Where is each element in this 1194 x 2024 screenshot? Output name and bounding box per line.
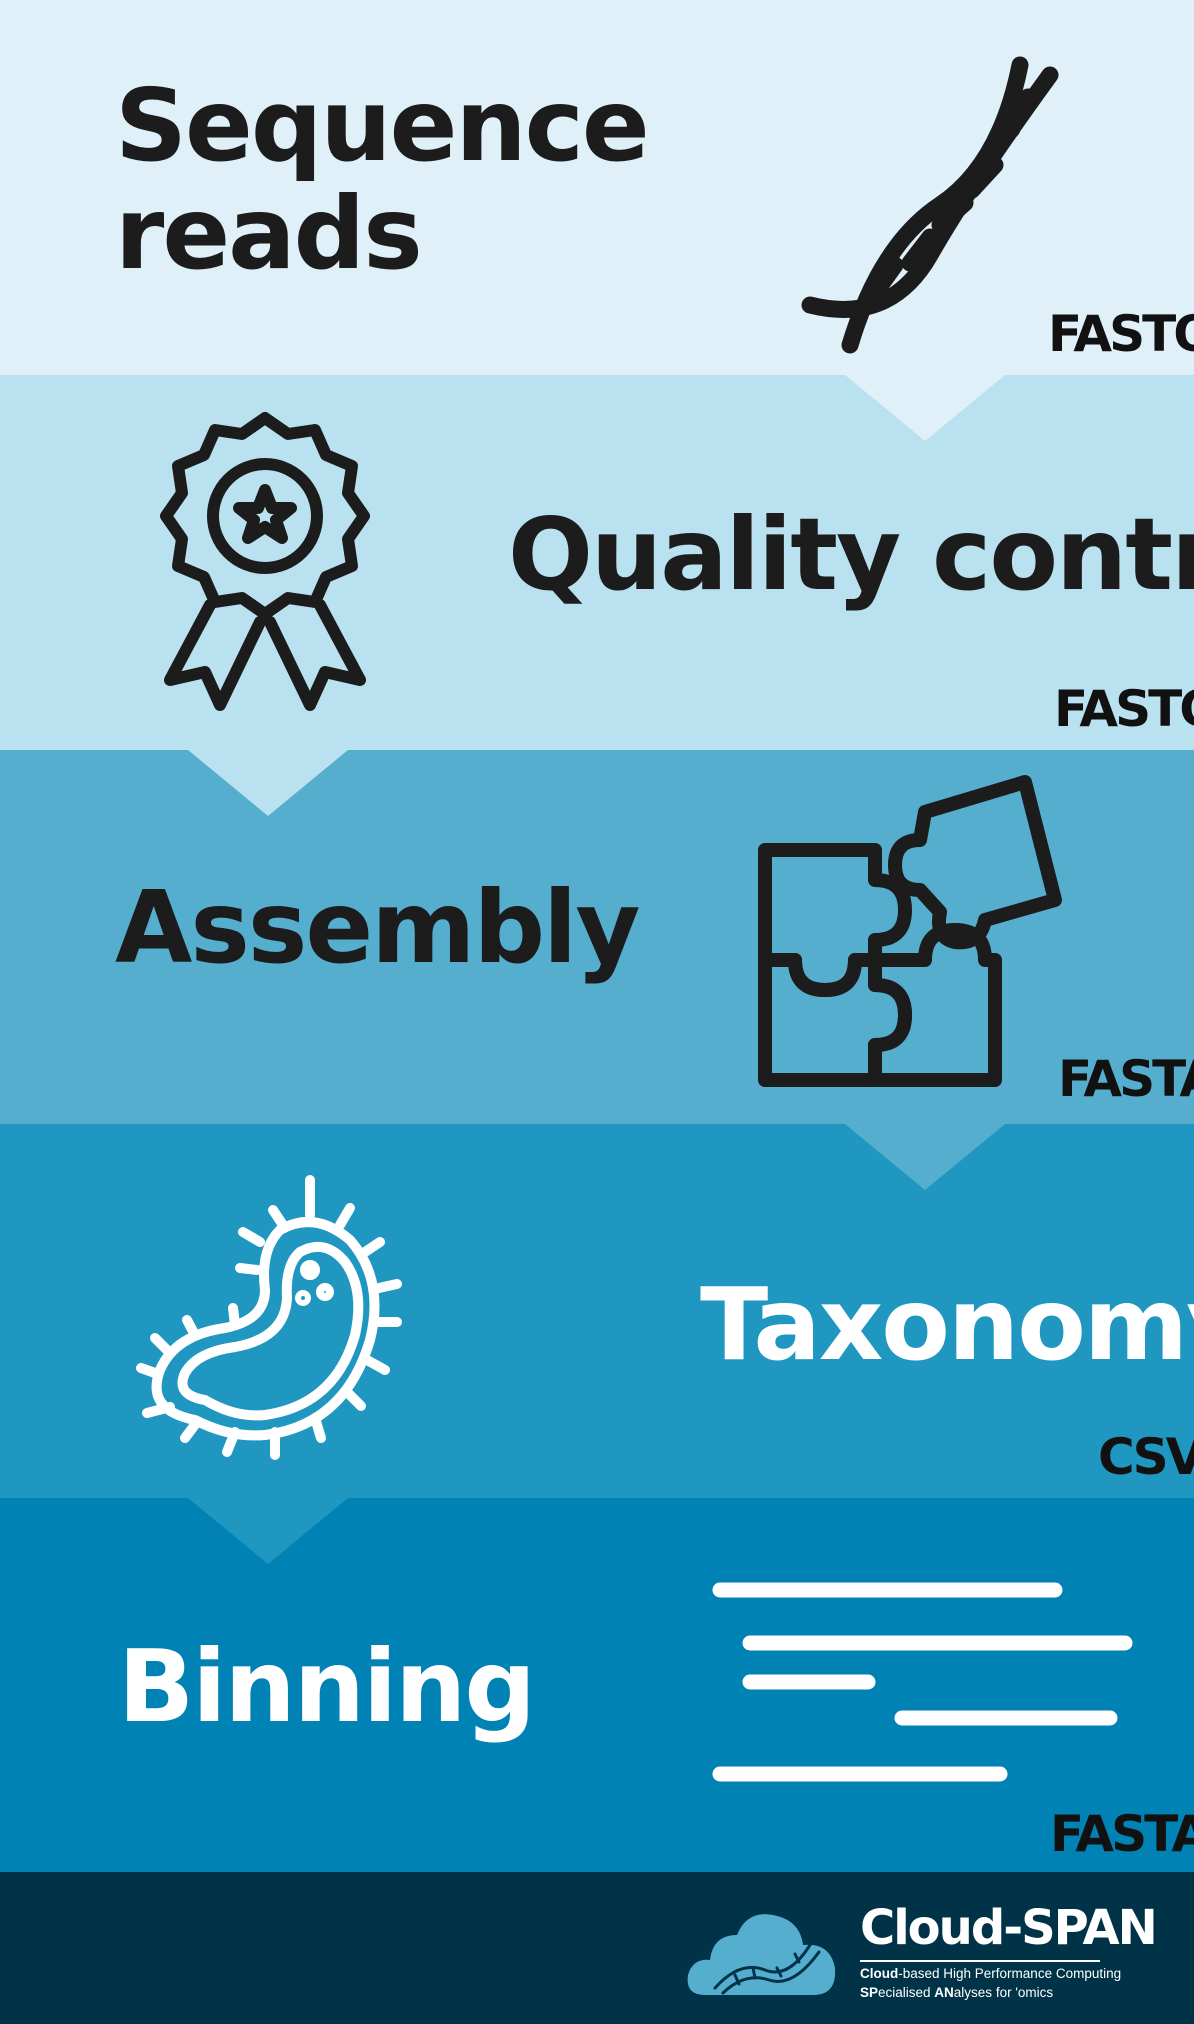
dna-icon xyxy=(801,56,1059,354)
brand-tagline-2: SPecialised ANalyses for 'omics xyxy=(860,1985,1054,2000)
flow-arrow-4 xyxy=(188,1498,348,1564)
stage-title-binning: Binning xyxy=(118,1628,536,1745)
footer-band xyxy=(0,1872,1194,2024)
stage-title-taxonomy: Taxonomy xyxy=(700,1266,1194,1383)
brand-divider xyxy=(860,1960,1100,1962)
flow-arrow-3 xyxy=(845,1124,1005,1190)
stage-title-assembly: Assembly xyxy=(115,869,641,986)
stage-band-sequence-reads xyxy=(0,0,1194,375)
flow-arrow-2 xyxy=(188,750,348,816)
format-label-csv: CSV xyxy=(1098,1428,1194,1486)
stage-title-sequence-reads: Sequence reads xyxy=(115,67,650,292)
format-label-fasta-1: FASTA xyxy=(1058,1050,1194,1108)
cloud-dna-icon xyxy=(687,1914,836,1995)
format-label-fasta-2: FASTA xyxy=(1050,1805,1194,1863)
bacterium-icon xyxy=(136,1175,402,1460)
brand-tagline-1: Cloud-based High Performance Computing xyxy=(860,1966,1122,1981)
brand-name: Cloud-SPAN xyxy=(860,1900,1158,1956)
stage-title-quality-control: Quality control xyxy=(508,496,1194,613)
award-badge-icon xyxy=(160,412,370,711)
puzzle-icon xyxy=(758,775,1062,1087)
sequence-lines-icon xyxy=(712,1582,1133,1782)
flow-arrow-1 xyxy=(845,375,1005,441)
